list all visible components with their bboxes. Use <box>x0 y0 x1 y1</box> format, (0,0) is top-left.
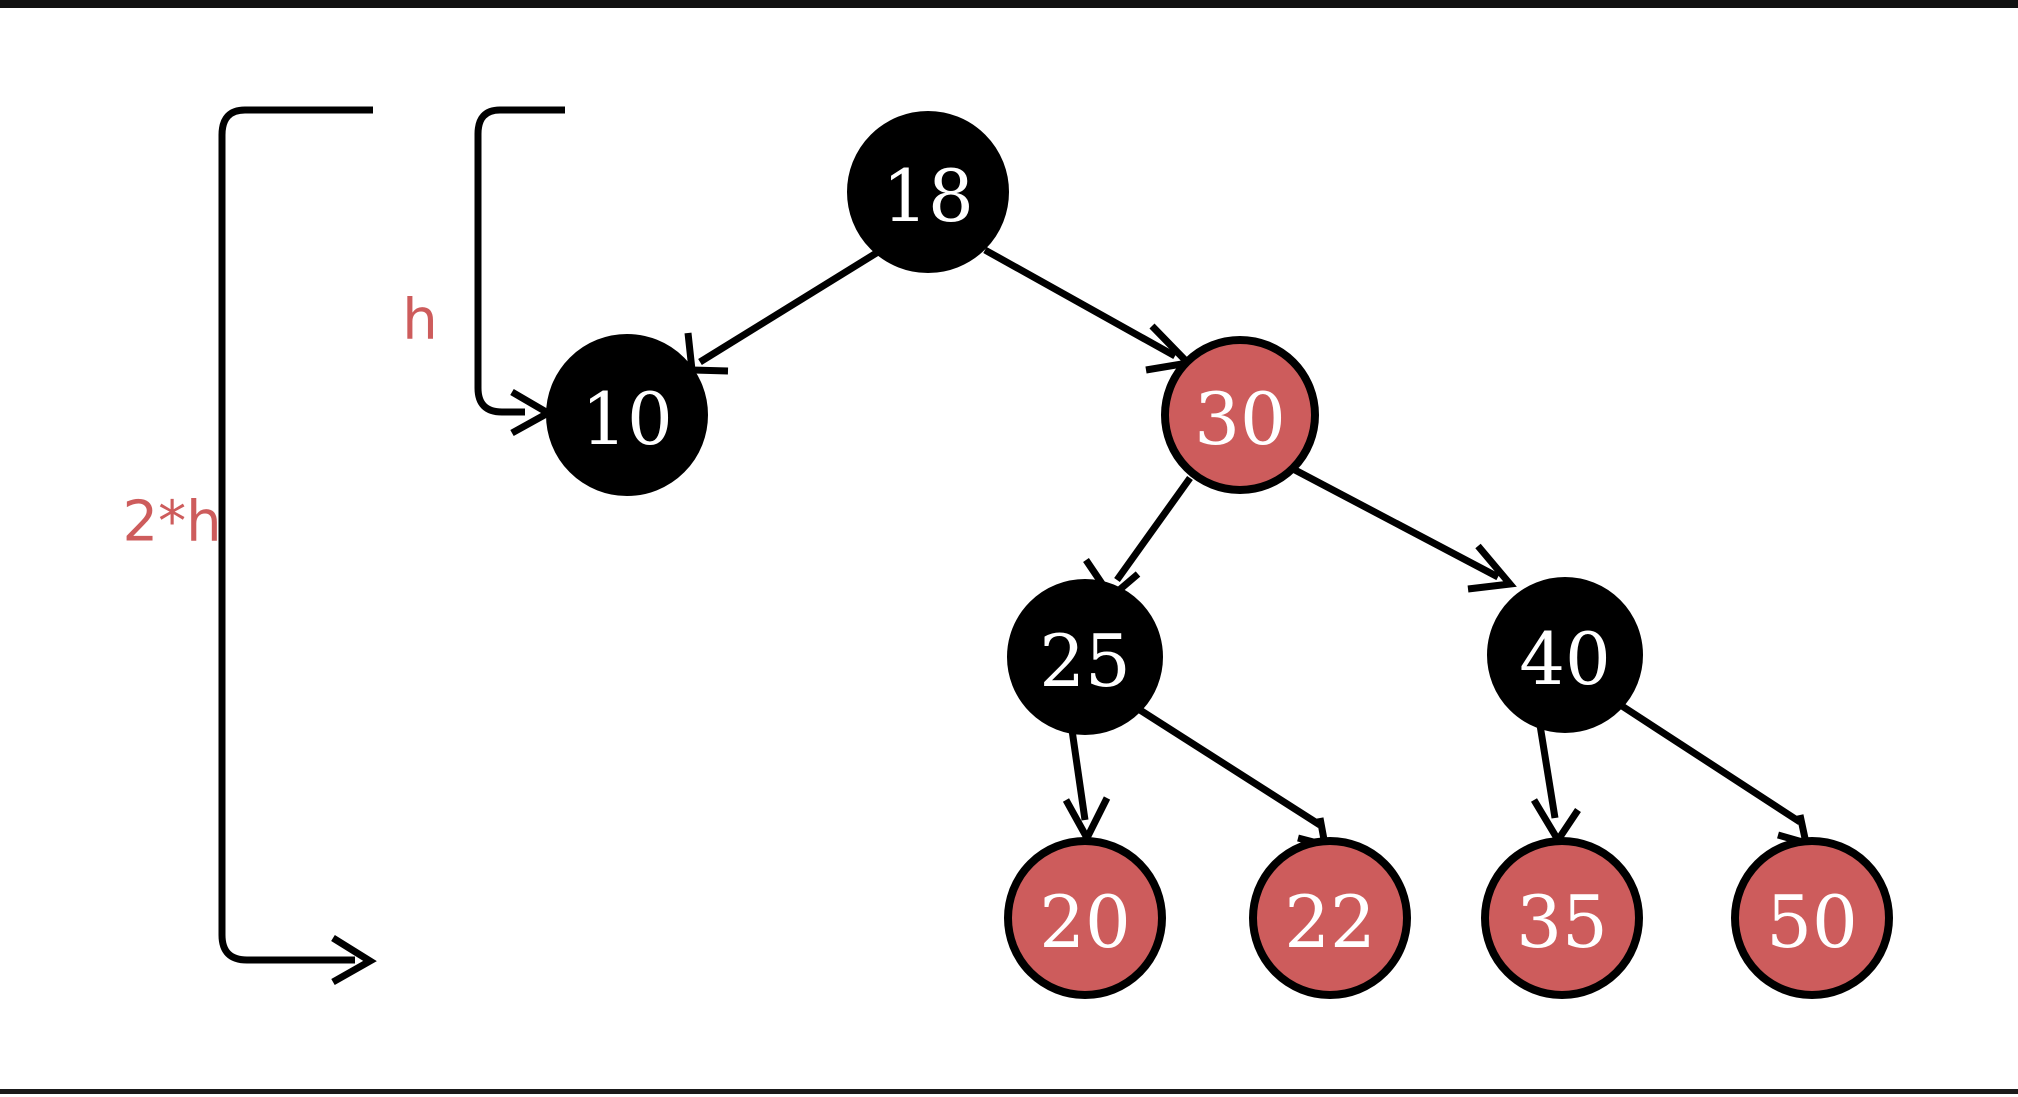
tree-node-40[interactable]: 40 <box>1487 577 1643 733</box>
edge-18-10-line <box>698 249 880 365</box>
tree-node-18[interactable]: 18 <box>847 111 1009 273</box>
bracket-h-group: h <box>402 106 565 437</box>
edge-40-35-line <box>1536 724 1559 819</box>
edge-18-10 <box>684 249 880 375</box>
edge-30-40-line <box>1293 466 1500 581</box>
tree-node-10[interactable]: 10 <box>546 334 708 496</box>
tree-node-40-label: 40 <box>1519 617 1611 701</box>
tree-node-30[interactable]: 30 <box>1161 336 1319 494</box>
bracket-2h-arrowhead-icon <box>331 935 377 986</box>
tree-node-50-circle[interactable] <box>1731 837 1893 999</box>
edge-40-50 <box>1620 703 1811 848</box>
edge-25-20 <box>1062 729 1111 846</box>
edge-30-25-line <box>1114 475 1193 583</box>
bracket-2h-path <box>218 106 373 964</box>
tree-node-25[interactable]: 25 <box>1007 579 1163 735</box>
tree-nodes-group: 18 10 30 25 40 20 <box>546 111 1893 999</box>
tree-node-30-circle[interactable] <box>1161 336 1319 494</box>
bottom-border-strip <box>0 1089 2018 1094</box>
bracket-2h-group: 2*h <box>122 106 377 986</box>
edge-25-22 <box>1138 707 1330 850</box>
tree-node-22-circle[interactable] <box>1249 837 1411 999</box>
tree-node-50-label: 50 <box>1766 880 1858 964</box>
tree-node-20-label: 20 <box>1039 880 1131 964</box>
top-border-strip <box>0 0 2018 8</box>
edge-40-50-line <box>1620 703 1802 825</box>
bracket-h-path <box>474 106 565 416</box>
edge-18-30-line <box>983 246 1177 360</box>
bracket-2h-label: 2*h <box>122 490 221 555</box>
tree-node-40-circle[interactable] <box>1487 577 1643 733</box>
tree-node-35[interactable]: 35 <box>1481 837 1643 999</box>
tree-node-30-label: 30 <box>1194 377 1286 461</box>
edge-18-30 <box>983 246 1196 374</box>
tree-node-50[interactable]: 50 <box>1731 837 1893 999</box>
edge-30-40 <box>1293 466 1517 593</box>
edge-30-25 <box>1083 475 1193 603</box>
tree-node-25-label: 25 <box>1039 619 1131 703</box>
tree-node-35-circle[interactable] <box>1481 837 1643 999</box>
tree-node-20[interactable]: 20 <box>1004 837 1166 999</box>
edge-25-22-line <box>1138 707 1322 828</box>
tree-node-10-label: 10 <box>581 377 673 461</box>
tree-node-20-circle[interactable] <box>1004 837 1166 999</box>
tree-node-35-label: 35 <box>1516 880 1608 964</box>
tree-node-18-circle[interactable] <box>847 111 1009 273</box>
edge-30-40-arrowhead-icon <box>1467 543 1517 593</box>
edge-25-20-line <box>1068 729 1089 821</box>
tree-node-18-label: 18 <box>882 154 974 238</box>
tree-node-22-label: 22 <box>1284 880 1376 964</box>
tree-node-25-circle[interactable] <box>1007 579 1163 735</box>
tree-node-10-circle[interactable] <box>546 334 708 496</box>
edge-40-35 <box>1530 724 1581 847</box>
tree-node-22[interactable]: 22 <box>1249 837 1411 999</box>
bracket-h-label: h <box>402 288 438 353</box>
